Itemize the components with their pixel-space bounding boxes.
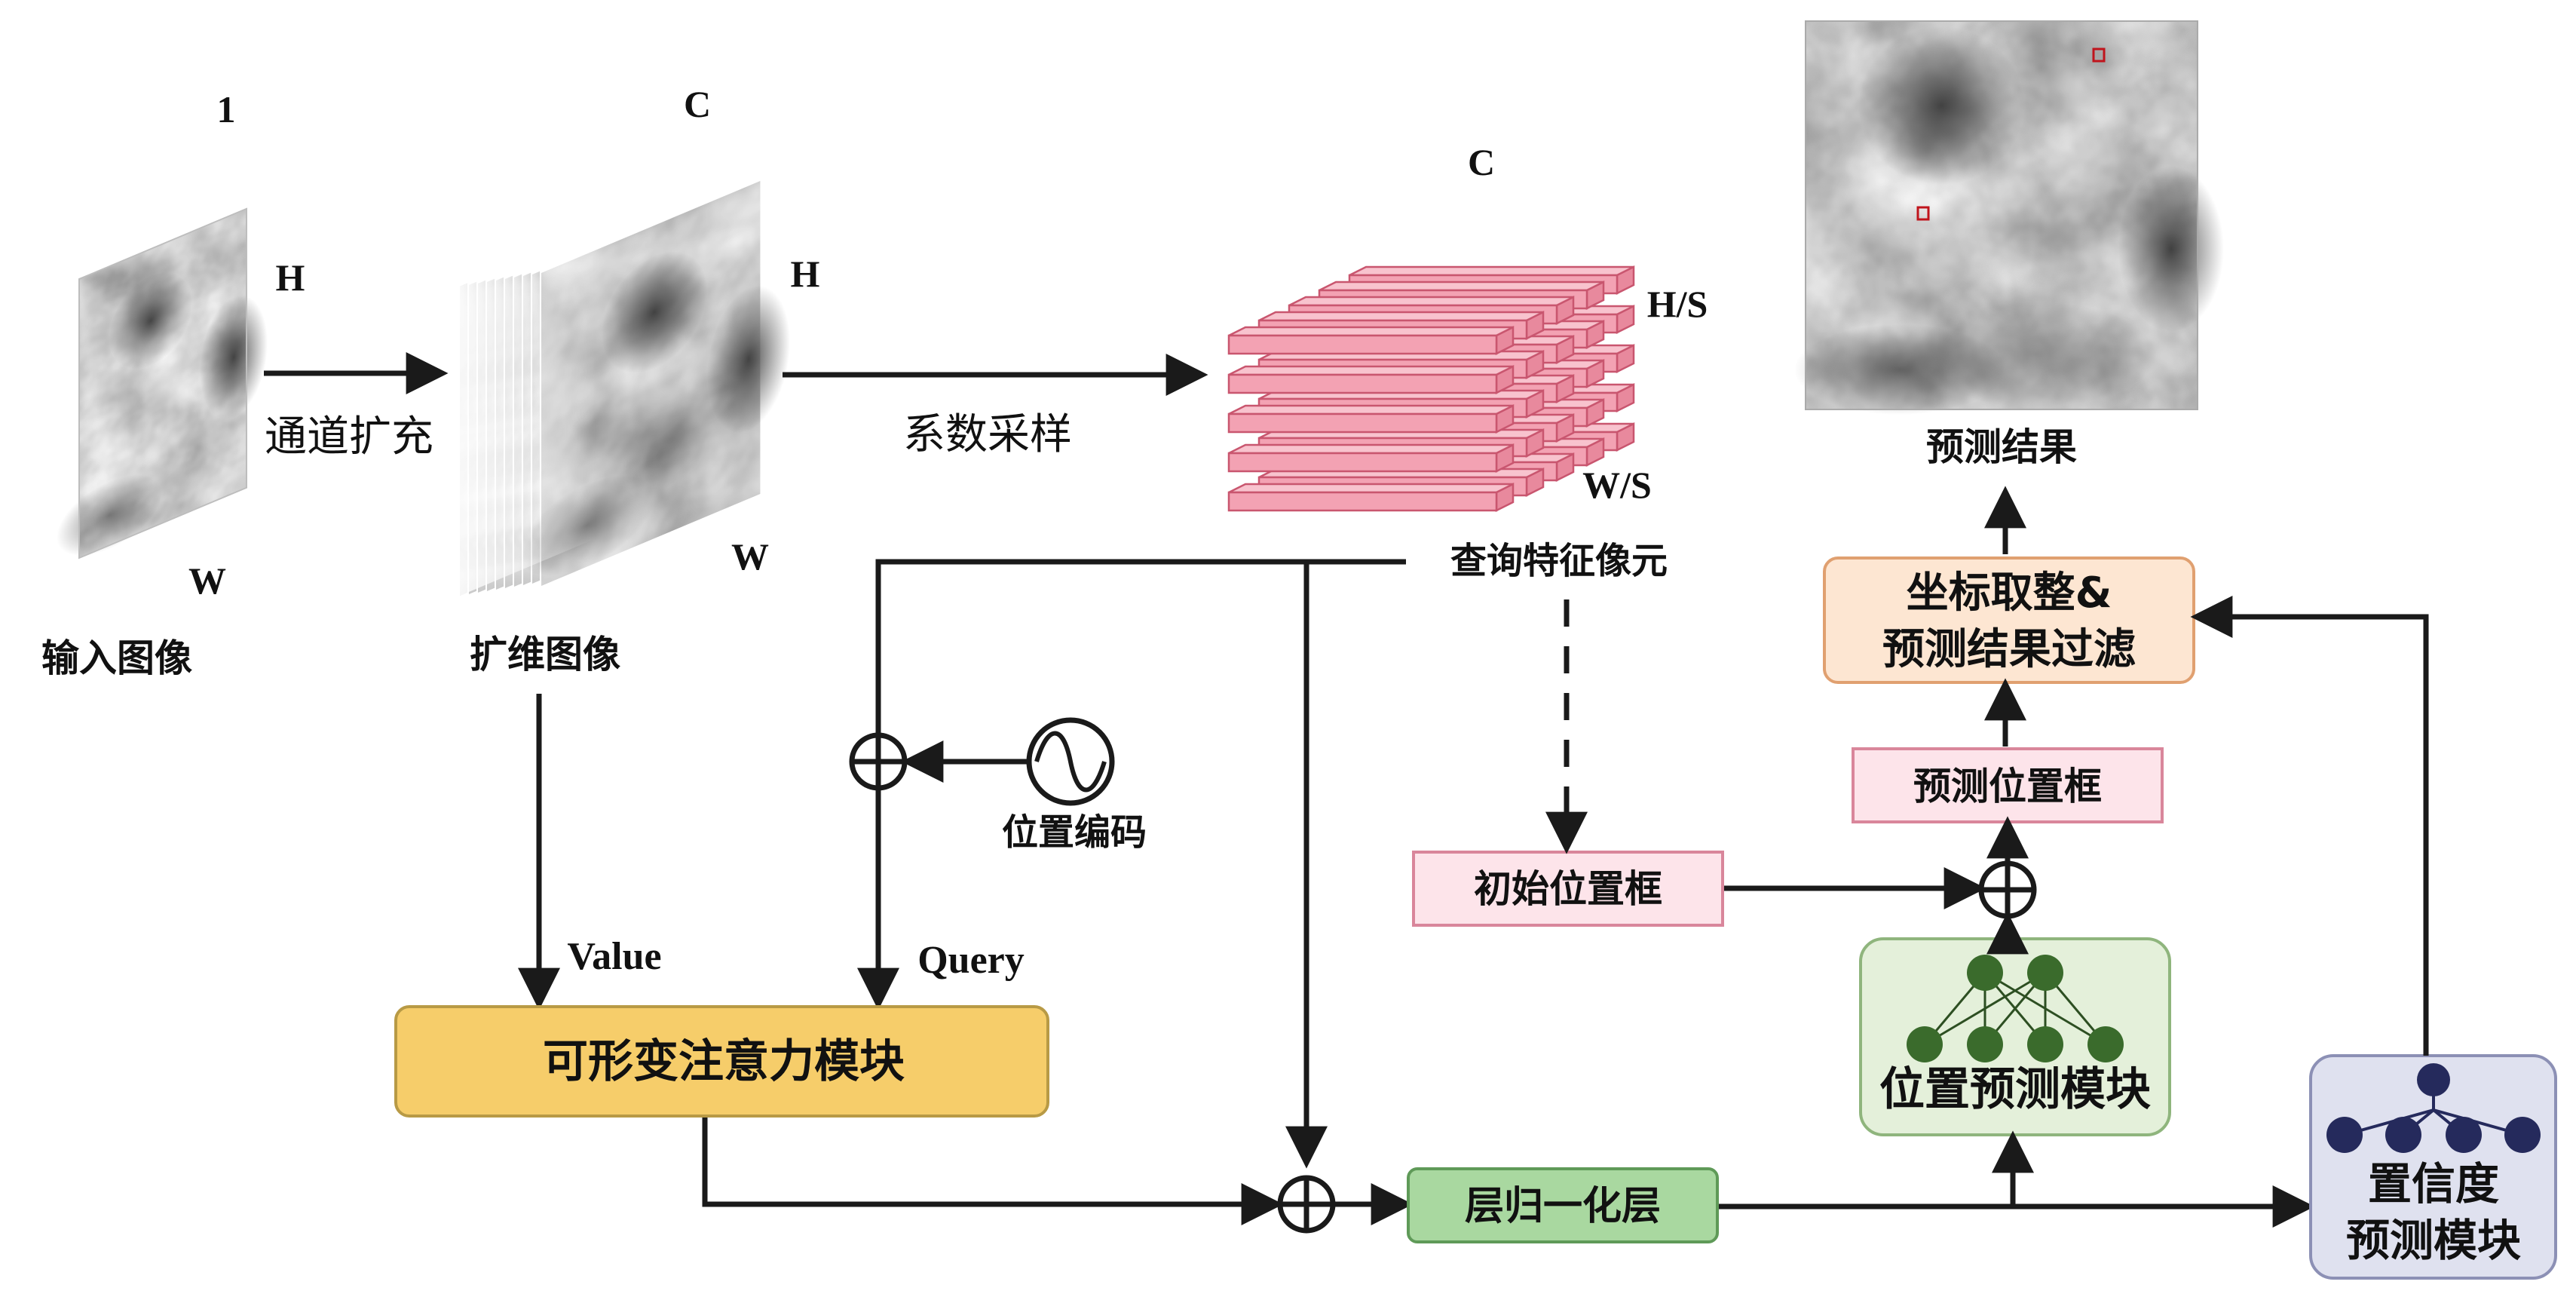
positional-encoding-label: 位置编码	[1002, 811, 1147, 854]
circled-plus-icon	[1277, 1175, 1336, 1234]
circled-plus-icon	[849, 732, 908, 791]
layer-norm-label: 层归一化层	[1465, 1184, 1661, 1229]
feature-bar	[1227, 364, 1515, 395]
confidence-prediction-module	[2309, 1054, 2557, 1280]
value-label: Value	[567, 935, 661, 978]
prediction-result-label: 预测结果	[1926, 425, 2077, 469]
query-pixels-label: 查询特征像元	[1450, 540, 1668, 582]
input-image	[57, 207, 268, 560]
tree-network-icon	[2326, 1063, 2541, 1153]
detection-box	[1916, 206, 1930, 221]
input-dim-w: W	[188, 560, 226, 602]
feature-bar	[1227, 443, 1515, 474]
query-feed-line	[875, 559, 1406, 735]
expanded-dim-channel: C	[684, 83, 711, 125]
expanded-dim-h: H	[791, 253, 820, 295]
deformable-attention-module	[394, 1005, 1049, 1118]
query-label: Query	[917, 939, 1025, 982]
input-image-label: 输入图像	[41, 636, 192, 680]
deformable-attention-label: 可形变注意力模块	[543, 1035, 905, 1088]
feature-bar	[1227, 325, 1515, 356]
initial-box	[1412, 851, 1724, 927]
input-dim-channel: 1	[217, 88, 236, 130]
channel-expand-label: 通道扩充	[265, 412, 433, 461]
predicted-box-label: 预测位置框	[1913, 765, 2102, 808]
confidence-module-line2: 预测模块	[2346, 1215, 2521, 1266]
detection-box	[2092, 48, 2106, 63]
confidence-to-coord-arrow	[2190, 596, 2429, 1056]
feature-bar	[1227, 482, 1515, 513]
feature-bar	[1227, 403, 1515, 434]
expanded-image-label: 扩维图像	[470, 633, 620, 676]
query-dim-h: H/S	[1647, 283, 1708, 325]
query-dim-channel: C	[1468, 141, 1495, 183]
confidence-module-line1: 置信度	[2368, 1158, 2499, 1210]
expanded-dim-w: W	[731, 535, 769, 578]
position-prediction-label: 位置预测模块	[1879, 1063, 2151, 1116]
query-dim-w: W/S	[1582, 464, 1652, 506]
coord-filter-line1: 坐标取整&	[1907, 569, 2112, 618]
coord-filter-line2: 预测结果过滤	[1882, 625, 2136, 674]
initial-box-label: 初始位置框	[1474, 867, 1662, 911]
circled-plus-icon	[1978, 860, 2037, 919]
prediction-result-image	[1794, 20, 2224, 415]
sine-wave-icon	[1026, 717, 1115, 806]
predicted-box	[1852, 747, 2164, 823]
expanded-image-stack	[460, 181, 790, 596]
attention-output-line	[702, 1118, 1284, 1225]
query-feature-bars	[1227, 265, 1635, 513]
neural-network-icon	[1907, 955, 2124, 1062]
layer-norm-box	[1407, 1167, 1719, 1243]
input-dim-h: H	[276, 256, 305, 299]
sampling-label: 系数采样	[903, 410, 1072, 459]
